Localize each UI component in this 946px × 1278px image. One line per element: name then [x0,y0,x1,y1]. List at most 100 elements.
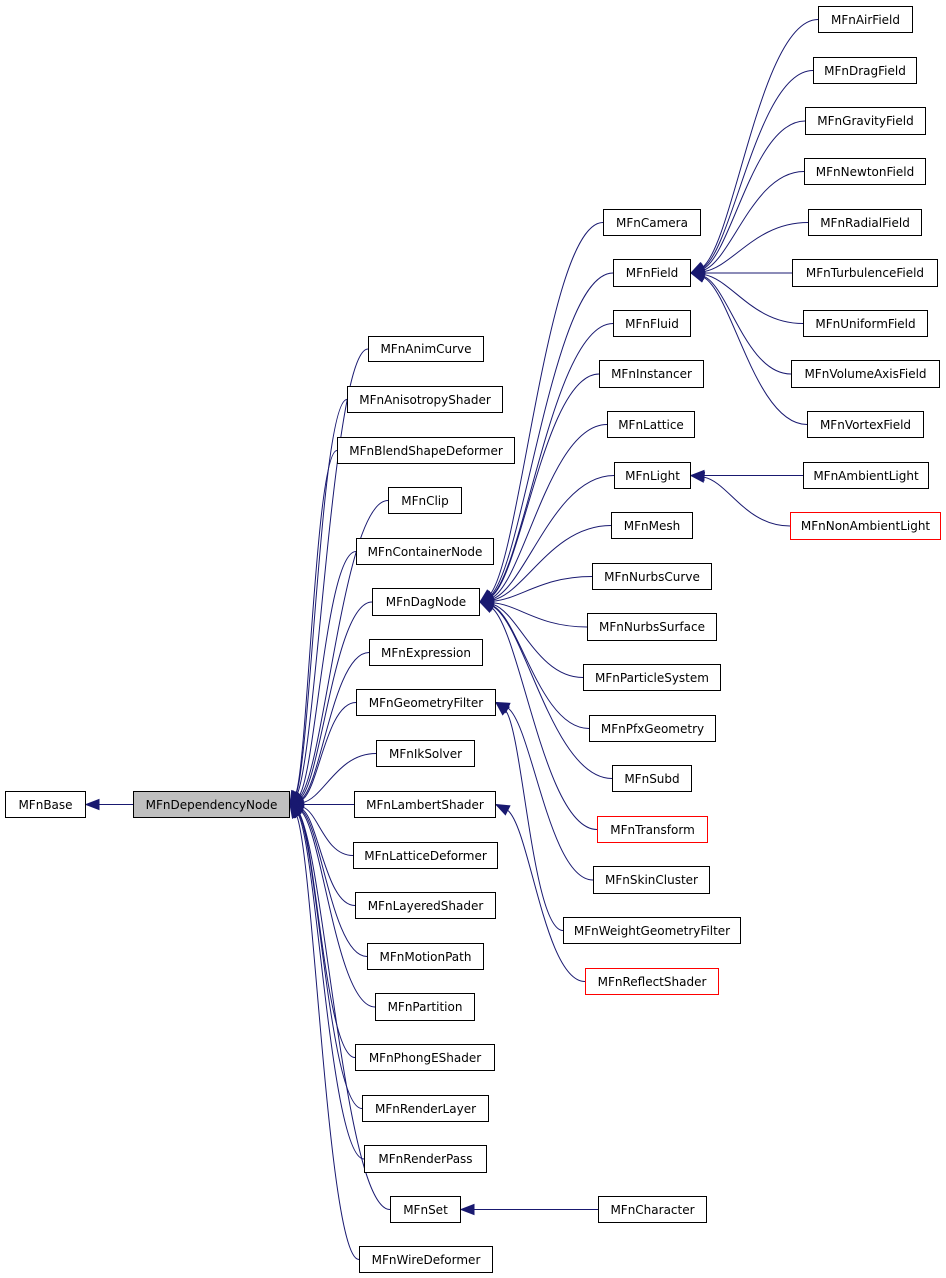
node-mfnnurbscurve[interactable]: MFnNurbsCurve [592,563,712,590]
node-mfntransform[interactable]: MFnTransform [597,816,708,843]
node-mfnfluid[interactable]: MFnFluid [613,310,691,337]
node-mfnmesh[interactable]: MFnMesh [611,512,693,539]
edge-arrowhead-dep-to-base [84,798,100,811]
edge-pfx-to-dag [492,605,590,729]
edge-ncurve-to-dag [492,576,593,602]
node-mfniksolver[interactable]: MFnIkSolver [376,740,475,767]
node-mfnwiredeformer[interactable]: MFnWireDeformer [359,1246,493,1273]
edge-blend-to-dep [295,450,338,794]
node-mfndagnode[interactable]: MFnDagNode [372,588,480,616]
edge-layered-to-dep [301,808,356,906]
edge-arrowhead-reflect-to-lambert [494,803,511,816]
node-mfnradialfield[interactable]: MFnRadialField [808,209,922,236]
node-mfnweightgeometryfilter[interactable]: MFnWeightGeometryFilter [563,917,741,944]
node-mfnturbulencefield[interactable]: MFnTurbulenceField [792,259,938,287]
edge-arrowhead-nonambient-to-light [689,471,706,483]
node-mfnmotionpath[interactable]: MFnMotionPath [367,943,484,970]
node-mfninstancer[interactable]: MFnInstancer [599,360,704,388]
edge-skin-to-geofilter [507,707,594,881]
node-mfncontainernode[interactable]: MFnContainerNode [356,538,494,565]
node-mfnnonambientlight[interactable]: MFnNonAmbientLight [790,512,941,540]
node-mfnlight[interactable]: MFnLight [614,462,691,489]
edge-drag-to-field [702,70,814,269]
node-mfngeometryfilter[interactable]: MFnGeometryFilter [356,689,496,716]
node-mfnuniformfield[interactable]: MFnUniformField [803,310,928,337]
edge-phonge-to-dep [298,813,356,1058]
node-mfnbase[interactable]: MFnBase [5,791,86,818]
node-mfnvolumeaxisfield[interactable]: MFnVolumeAxisField [791,360,940,388]
edge-lattdef-to-dep [302,806,354,856]
node-mfnnurbssurface[interactable]: MFnNurbsSurface [587,613,717,641]
node-mfndragfield[interactable]: MFnDragField [813,57,917,84]
edge-lattice-to-dag [492,424,608,599]
node-mfnparticlesystem[interactable]: MFnParticleSystem [583,664,721,691]
edge-nonambient-to-light [703,476,791,527]
edge-camera-to-dag [489,222,604,595]
edge-arrowhead-wire-to-dep [289,803,302,820]
node-mfnclip[interactable]: MFnClip [388,487,462,514]
node-mfncamera[interactable]: MFnCamera [603,209,701,236]
edge-subd-to-dag [492,605,613,779]
node-mfnpartition[interactable]: MFnPartition [375,993,475,1021]
edge-rpass-to-dep [297,814,365,1160]
node-mfnrenderlayer[interactable]: MFnRenderLayer [362,1095,489,1122]
node-mfnphongeshader[interactable]: MFnPhongEShader [355,1044,495,1071]
edge-clip-to-dep [299,500,389,797]
edge-dag-to-dep [300,601,373,799]
node-mfnsubd[interactable]: MFnSubd [612,765,692,792]
edge-arrowhead-character-to-set [459,1203,475,1216]
node-mfnfield[interactable]: MFnField [613,259,691,287]
edge-arrowhead-weight-to-geofilter [494,701,510,716]
node-mfndependencynode: MFnDependencyNode [133,791,290,818]
node-mfnlambertshader[interactable]: MFnLambertShader [354,791,496,818]
edge-instancer-to-dag [491,373,600,597]
edge-rlayer-to-dep [298,813,363,1109]
node-mfnpfxgeometry[interactable]: MFnPfxGeometry [589,715,716,742]
edge-fluid-to-dag [491,323,614,597]
edge-gravity-to-field [703,120,806,270]
edge-newton-to-field [703,171,805,271]
edge-aniso-to-dep [295,399,348,794]
node-mfnexpression[interactable]: MFnExpression [369,639,483,666]
edge-volaxis-to-field [703,275,792,375]
edge-arrowhead-transform-to-dag [478,601,495,614]
node-mfnreflectshader[interactable]: MFnReflectShader [585,968,719,995]
edge-nsurf-to-dag [492,602,588,628]
edge-motion-to-dep [301,809,368,957]
edge-radial-to-field [703,222,809,273]
node-mfncharacter[interactable]: MFnCharacter [598,1196,707,1223]
edge-uniform-to-field [703,273,804,324]
node-mfnambientlight[interactable]: MFnAmbientLight [803,462,929,489]
edge-ik-to-dep [302,753,377,804]
node-mfnanimcurve[interactable]: MFnAnimCurve [368,336,484,362]
node-mfnlattice[interactable]: MFnLattice [607,411,695,438]
edge-partition-to-dep [300,810,376,1008]
node-mfnvortexfield[interactable]: MFnVortexField [807,411,924,438]
node-mfnlayeredshader[interactable]: MFnLayeredShader [355,892,496,919]
node-mfnblendshapedeformer[interactable]: MFnBlendShapeDeformer [337,437,515,464]
node-mfnlatticedeformer[interactable]: MFnLatticeDeformer [353,842,498,869]
edge-transform-to-dag [491,607,598,830]
edge-vortex-to-field [703,276,808,425]
node-mfngravityfield[interactable]: MFnGravityField [805,107,926,135]
edge-reflect-to-lambert [507,809,586,982]
edge-air-to-field [702,19,819,268]
edge-mesh-to-dag [492,525,612,601]
edge-container-to-dep [298,551,357,796]
edge-psys-to-dag [492,603,584,678]
node-mfnrenderpass[interactable]: MFnRenderPass [364,1145,487,1173]
node-mfnnewtonfield[interactable]: MFnNewtonField [804,158,926,185]
edge-animcurve-to-dep [296,348,369,794]
node-mfnset[interactable]: MFnSet [390,1196,461,1223]
edge-field-to-dag [490,272,614,596]
edge-arrowhead-vortex-to-field [689,271,706,283]
node-mfnairfield[interactable]: MFnAirField [818,6,913,33]
edge-geofilter-to-dep [301,702,357,801]
edge-set-to-dep [298,813,391,1210]
node-mfnskincluster[interactable]: MFnSkinCluster [593,866,710,894]
edge-light-to-dag [492,475,615,600]
node-mfnanisotropyshader[interactable]: MFnAnisotropyShader [347,386,503,413]
edge-weight-to-geofilter [505,710,564,931]
